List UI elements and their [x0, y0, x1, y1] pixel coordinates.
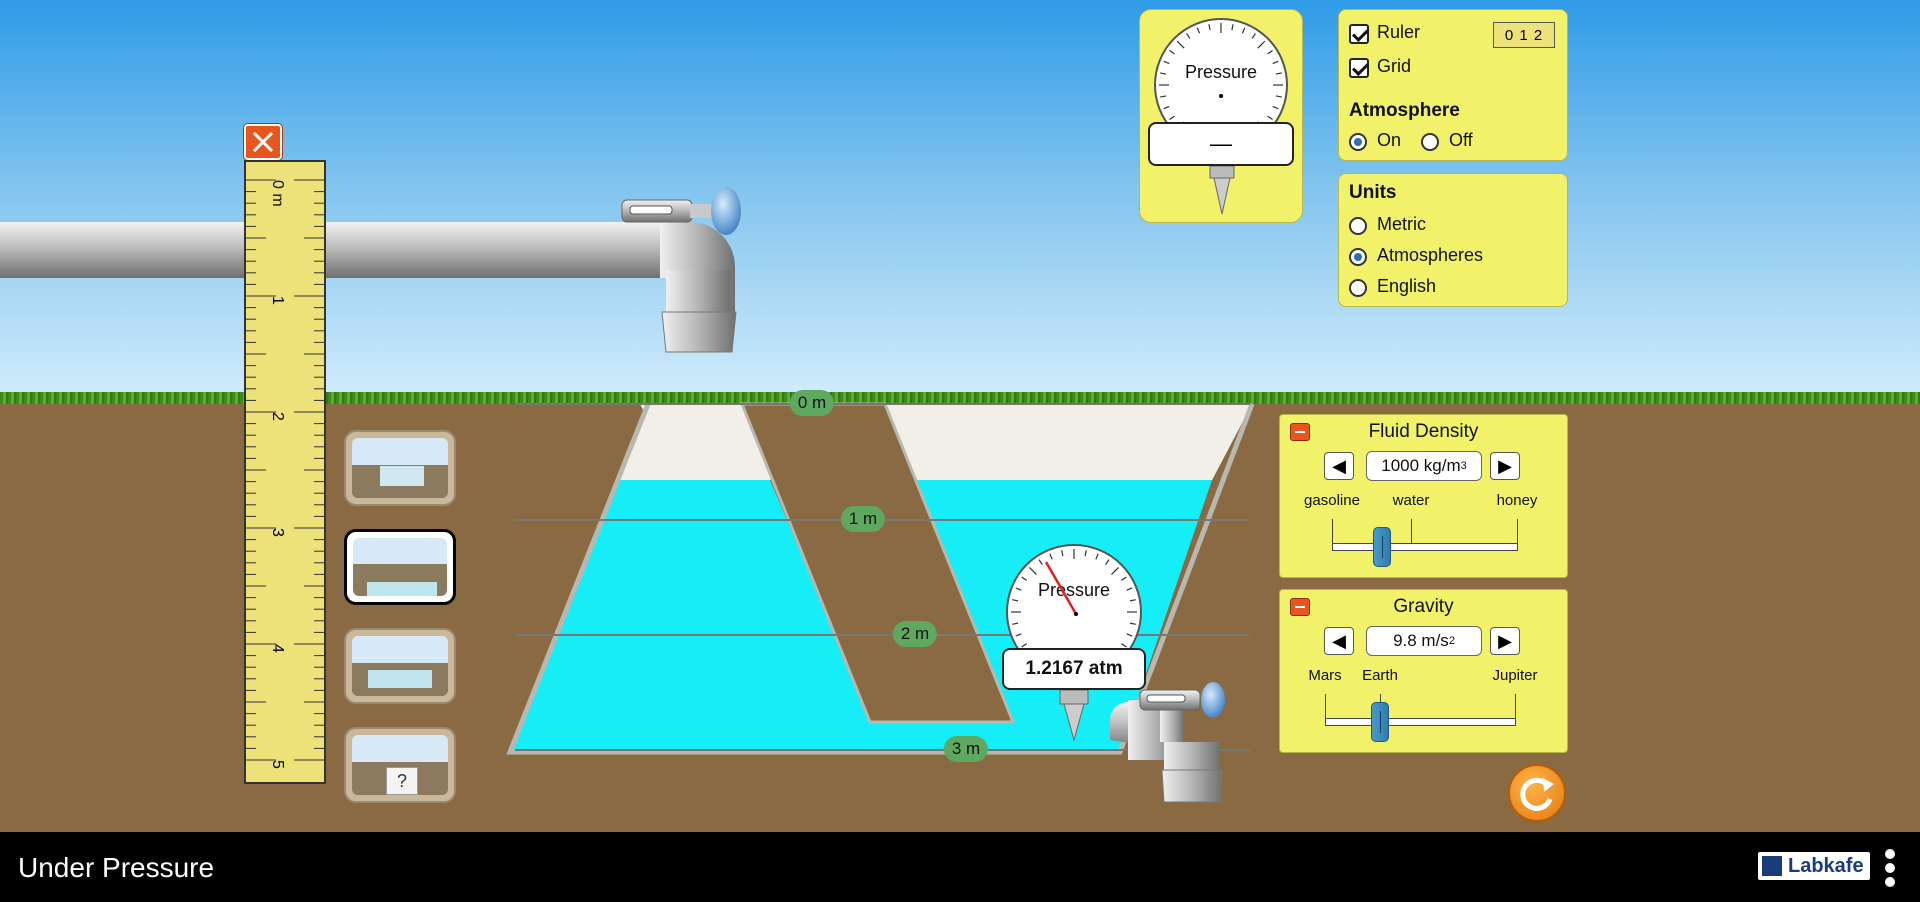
ruler-checkbox[interactable]: [1349, 23, 1369, 44]
ruler-checkbox-row[interactable]: Ruler: [1349, 22, 1420, 44]
inlet-pipe: [0, 222, 680, 278]
atmosphere-on-label: On: [1377, 130, 1402, 150]
gauge-needle: [1044, 561, 1078, 616]
fluid-density-slider-track[interactable]: [1332, 543, 1518, 551]
question-icon: ?: [386, 767, 418, 795]
grass: [0, 392, 1920, 404]
footer-bar: Under Pressure Labkafe: [0, 832, 1920, 902]
fluid-tick-honey: honey: [1496, 492, 1538, 509]
fluid-density-decrease-button[interactable]: ◀: [1324, 452, 1354, 480]
metric-label: Metric: [1377, 214, 1426, 234]
kebab-menu-icon: [1885, 849, 1895, 887]
depth-label-0: 0 m: [789, 390, 835, 416]
depth-label-3: 3 m: [943, 736, 989, 762]
ruler-icon: 0 1 2: [1493, 22, 1555, 48]
water-gauge-title: Pressure: [1037, 580, 1111, 600]
ruler-checkbox-label: Ruler: [1377, 22, 1421, 42]
atmosphere-off-radio[interactable]: [1421, 132, 1439, 151]
triangle-left-icon: ◀: [1332, 630, 1346, 651]
atmosphere-title: Atmosphere: [1349, 100, 1460, 121]
ruler-label-3: 3: [269, 528, 286, 537]
atmosphere-on-option[interactable]: On: [1349, 130, 1401, 151]
grid-checkbox-row[interactable]: Grid: [1349, 56, 1411, 78]
kebab-menu-button[interactable]: [1884, 848, 1896, 888]
gravity-title: Gravity: [1393, 596, 1454, 617]
depth-label-2: 2 m: [892, 621, 938, 647]
metric-radio[interactable]: [1349, 216, 1367, 235]
fluid-tick-water: water: [1392, 492, 1430, 509]
fluid-density-increase-button[interactable]: ▶: [1490, 452, 1520, 480]
fluid-density-slider-thumb[interactable]: [1373, 527, 1392, 567]
atmosphere-off-label: Off: [1449, 130, 1473, 150]
collapse-fluid-density-button[interactable]: [1290, 423, 1310, 441]
fluid-density-title: Fluid Density: [1368, 421, 1479, 442]
gravity-slider-thumb[interactable]: [1371, 702, 1390, 742]
reset-icon: [1520, 777, 1554, 811]
simulation-scene: 0 m 1 m 2 m 3 m 0 m 1 2 3 4 5 ? Pressure…: [0, 0, 1920, 832]
units-option-metric[interactable]: Metric: [1349, 214, 1426, 235]
scene-button-mystery[interactable]: ?: [344, 727, 456, 803]
triangle-left-icon: ◀: [1332, 455, 1346, 476]
top-gauge-readout: —: [1148, 122, 1294, 166]
english-radio[interactable]: [1349, 278, 1367, 297]
units-option-atmospheres[interactable]: Atmospheres: [1349, 245, 1483, 266]
atmosphere-on-radio[interactable]: [1349, 132, 1367, 151]
ruler-label-2: 2: [269, 412, 286, 421]
grid-checkbox[interactable]: [1349, 57, 1369, 78]
ruler[interactable]: 0 m 1 2 3 4 5: [244, 160, 326, 784]
gravity-tick-mars: Mars: [1308, 667, 1342, 684]
gravity-tick-jupiter: Jupiter: [1492, 667, 1538, 684]
gauge-probe-icon: [1209, 166, 1235, 215]
english-label: English: [1377, 276, 1437, 296]
grid-checkbox-label: Grid: [1377, 56, 1412, 76]
ruler-label-5: 5: [269, 760, 286, 769]
close-ruler-button[interactable]: [244, 124, 282, 160]
water-gauge-readout: 1.2167 atm: [1002, 648, 1146, 690]
ruler-label-0: 0 m: [269, 180, 286, 207]
triangle-right-icon: ▶: [1498, 455, 1512, 476]
app-title: Under Pressure: [18, 852, 215, 883]
fluid-tick-gasoline: gasoline: [1304, 492, 1360, 509]
units-panel: Units Metric Atmospheres English: [1338, 173, 1568, 307]
units-option-english[interactable]: English: [1349, 276, 1436, 297]
reset-button[interactable]: [1508, 764, 1566, 822]
ruler-label-1: 1: [269, 296, 286, 305]
water-gauge-probe-icon: [1059, 690, 1089, 742]
gravity-increase-button[interactable]: ▶: [1490, 627, 1520, 655]
top-gauge-title: Pressure: [1184, 62, 1258, 82]
scene-button-3[interactable]: [344, 628, 456, 704]
gravity-slider-track[interactable]: [1325, 718, 1516, 726]
options-panel: Ruler 0 1 2 Grid Atmosphere On Off: [1338, 9, 1568, 161]
pressure-gauge-toolbox[interactable]: Pressure —: [1139, 9, 1303, 223]
scene-button-2[interactable]: [344, 529, 456, 605]
scene-button-1[interactable]: [344, 430, 456, 506]
units-title: Units: [1349, 182, 1397, 203]
ruler-label-4: 4: [269, 644, 286, 653]
atmospheres-label: Atmospheres: [1377, 245, 1484, 265]
labkafe-logo-icon: [1762, 856, 1782, 876]
brand-logo[interactable]: Labkafe: [1758, 852, 1870, 880]
triangle-right-icon: ▶: [1498, 630, 1512, 651]
depth-label-1: 1 m: [840, 506, 886, 532]
atmospheres-radio[interactable]: [1349, 247, 1367, 266]
gravity-decrease-button[interactable]: ◀: [1324, 627, 1354, 655]
atmosphere-off-option[interactable]: Off: [1421, 130, 1473, 151]
inlet-valve-knob[interactable]: [711, 187, 741, 235]
outlet-valve-knob[interactable]: [1201, 682, 1225, 718]
gravity-tick-earth: Earth: [1362, 667, 1398, 684]
ruler-ticks: [246, 179, 324, 761]
close-icon: [252, 131, 274, 153]
collapse-gravity-button[interactable]: [1290, 598, 1310, 616]
